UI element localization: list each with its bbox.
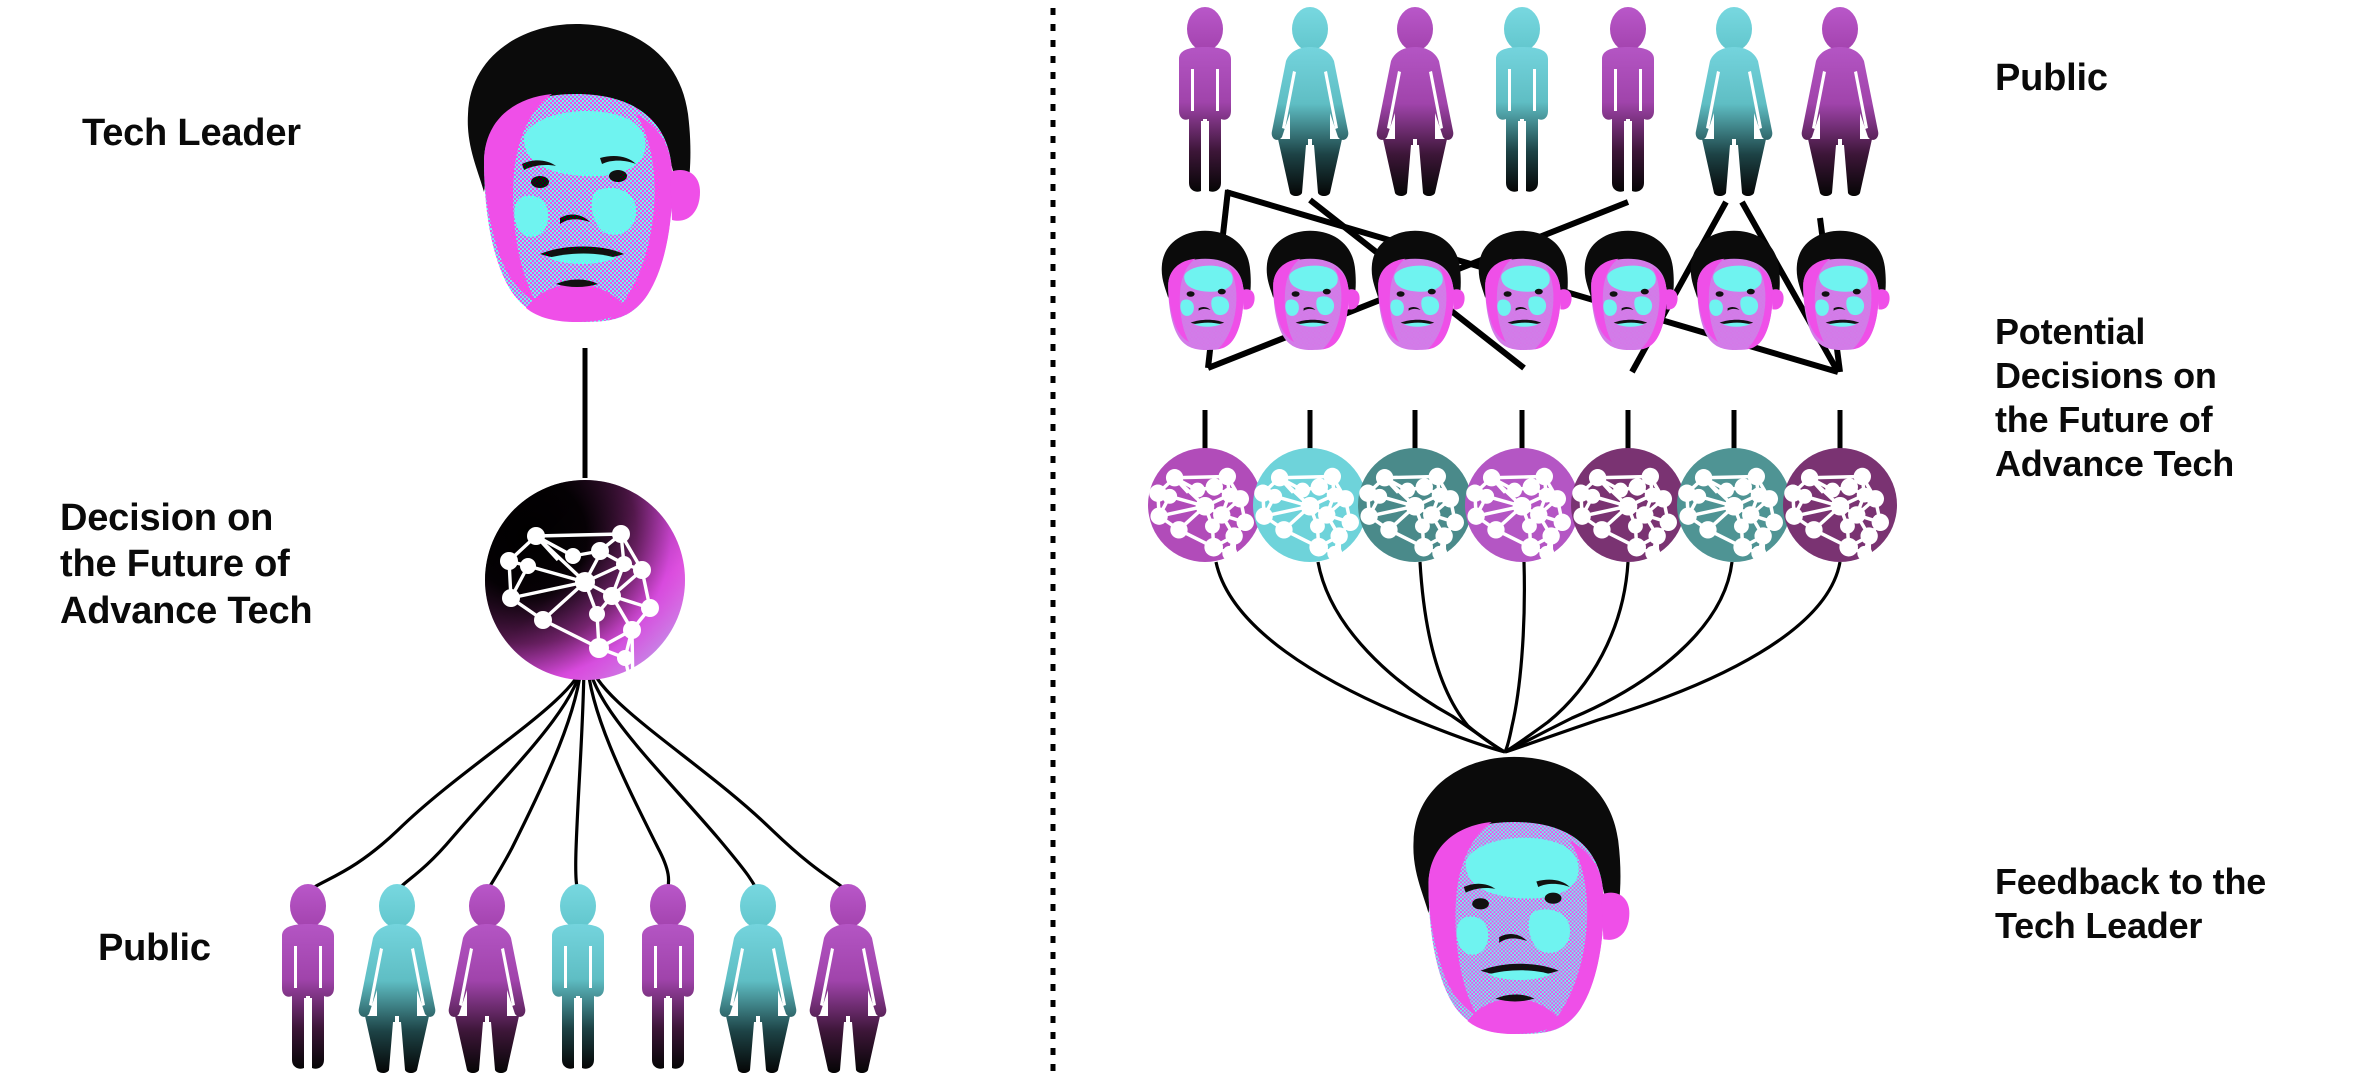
left-public-row — [282, 884, 887, 1073]
decision-to-public-fan — [306, 659, 850, 894]
public-figure — [1496, 7, 1548, 192]
brain-graph-edges — [507, 532, 652, 695]
decisions-to-feedback-fan — [1214, 561, 1842, 754]
mini-portrait — [1371, 230, 1465, 350]
public-figure — [1179, 7, 1231, 192]
right-public-row — [1179, 7, 1879, 196]
mini-portrait — [1266, 230, 1360, 350]
label-decision-on-future: Decision on the Future of Advance Tech — [60, 497, 313, 632]
decision-node — [1677, 448, 1791, 585]
decision-node — [1465, 448, 1579, 585]
brain-graph-nodes — [500, 525, 659, 704]
label-tech-leader: Tech Leader — [82, 112, 301, 154]
public-figure — [552, 884, 604, 1069]
public-figure — [1801, 7, 1879, 196]
potential-decision-faces-row — [1161, 230, 1890, 350]
public-figure — [1602, 7, 1654, 192]
decision-node — [1148, 448, 1262, 585]
decision-node — [1358, 448, 1472, 585]
public-figure — [448, 884, 526, 1073]
decision-node — [1783, 448, 1897, 585]
mini-portrait — [1796, 230, 1890, 350]
feedback-portrait — [1413, 756, 1630, 1034]
mini-portrait — [1478, 230, 1572, 350]
label-feedback-to-tech-leader: Feedback to the Tech Leader — [1995, 861, 2267, 946]
public-figure — [1271, 7, 1349, 196]
label-public-right: Public — [1995, 57, 2108, 99]
label-public-left: Public — [98, 927, 211, 969]
tech-leader-portrait — [467, 24, 700, 322]
public-figure — [282, 884, 334, 1069]
decision-brain-node — [485, 480, 685, 704]
mini-portrait — [1161, 230, 1255, 350]
face-to-node-stems — [1202, 410, 1843, 452]
public-figure — [358, 884, 436, 1073]
public-figure — [809, 884, 887, 1073]
mini-portrait — [1690, 230, 1784, 350]
decision-node — [1253, 448, 1367, 585]
label-potential-decisions: Potential Decisions on the Future of Adv… — [1995, 311, 2235, 484]
public-figure — [719, 884, 797, 1073]
decision-node — [1571, 448, 1685, 585]
public-figure — [1695, 7, 1773, 196]
public-figure — [1376, 7, 1454, 196]
mini-portrait — [1584, 230, 1678, 350]
public-figure — [642, 884, 694, 1069]
potential-decision-nodes-row — [1148, 448, 1897, 585]
